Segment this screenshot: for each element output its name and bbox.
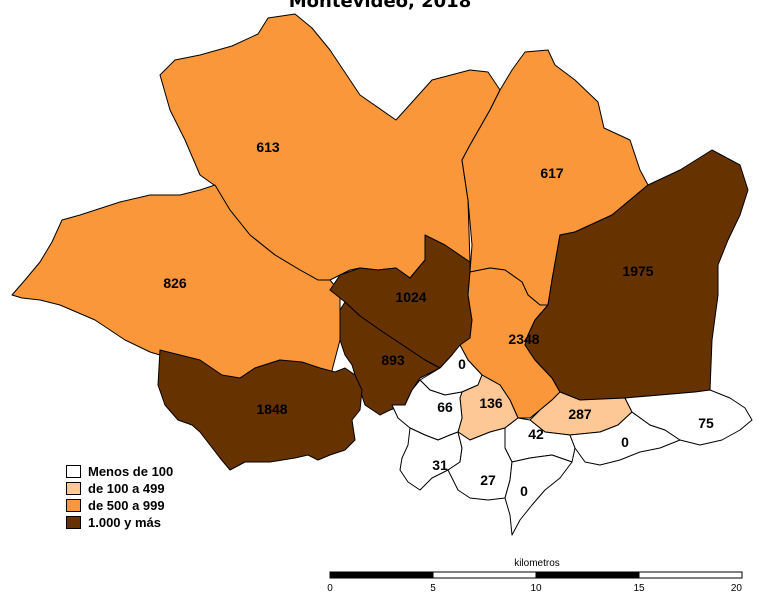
zone-value-label: 826 [163,275,187,291]
zone-value-label: 1024 [395,289,426,305]
legend-swatch [66,482,81,495]
zone-value-label: 136 [479,395,503,411]
zone-value-label: 75 [698,415,714,431]
map-legend: Menos de 100 de 100 a 499 de 500 a 999 1.00… [66,463,173,531]
zone-1848[interactable] [157,349,363,471]
zone-value-label: 31 [432,457,448,473]
scale-segment-1 [329,571,434,579]
zone-value-label: 0 [520,483,528,499]
legend-label: 1.000 y más [88,515,162,530]
scale-segment-4 [638,571,743,579]
scale-segment-2 [432,571,537,579]
scale-bar: kilometros 0 5 10 15 20 [327,558,743,593]
zone-31[interactable] [399,427,463,491]
legend-swatch [66,465,81,478]
scale-segment-3 [535,571,640,579]
legend-swatch [66,516,81,529]
zone-value-label: 613 [256,139,280,155]
zone-value-label: 0 [621,434,629,450]
zone-value-label: 617 [540,165,564,181]
legend-label: de 100 a 499 [88,481,165,496]
zone-75[interactable] [624,389,753,446]
scale-tick-label: 20 [731,583,743,593]
legend-swatch [66,499,81,512]
zone-value-label: 42 [528,426,544,442]
scale-tick-label: 5 [430,583,436,593]
scale-tick-label: 10 [530,583,542,593]
zone-value-label: 0 [458,356,466,372]
legend-item: Menos de 100 [66,463,173,480]
legend-label: Menos de 100 [88,464,174,479]
scale-tick-label: 0 [327,583,333,593]
scale-title: kilometros [514,558,560,569]
legend-item: 1.000 y más [66,514,173,531]
zone-value-label: 1975 [622,263,653,279]
scale-tick-label: 15 [633,583,645,593]
zone-value-label: 1848 [256,401,287,417]
zone-0-east[interactable] [569,411,681,466]
zone-value-label: 893 [381,352,405,368]
zone-value-label: 287 [568,406,592,422]
zone-value-label: 27 [480,472,496,488]
zone-0-south[interactable] [504,454,573,536]
map-title: Montevideo, 2018 [288,0,472,12]
legend-item: de 500 a 999 [66,497,173,514]
legend-item: de 100 a 499 [66,480,173,497]
zone-value-label: 2348 [508,331,539,347]
legend-label: de 500 a 999 [88,498,165,513]
zone-value-label: 66 [437,399,453,415]
